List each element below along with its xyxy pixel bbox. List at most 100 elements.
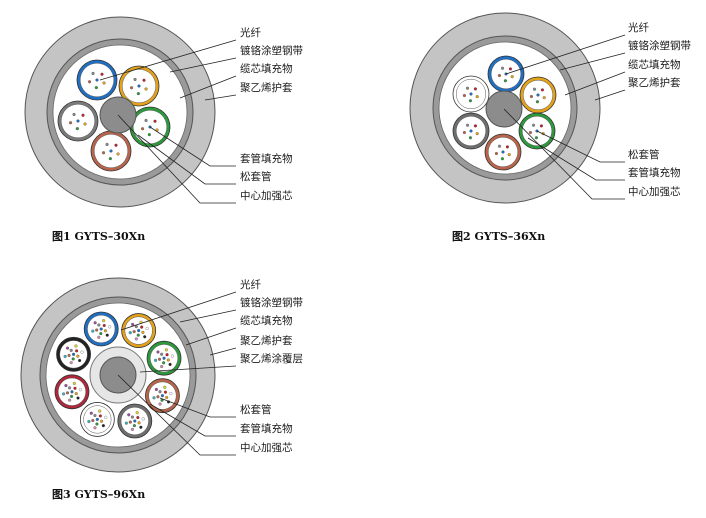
optical-fiber bbox=[72, 381, 76, 386]
optical-fiber bbox=[132, 424, 136, 428]
optical-fiber bbox=[465, 86, 470, 90]
optical-fiber bbox=[532, 87, 537, 91]
loose-tube bbox=[519, 76, 557, 114]
optical-fiber bbox=[72, 112, 76, 116]
loose-tube bbox=[118, 65, 160, 107]
optical-fiber bbox=[129, 86, 134, 90]
component-label: 套管填充物 bbox=[240, 422, 293, 435]
optical-fiber bbox=[95, 422, 99, 426]
leader-line bbox=[117, 114, 236, 204]
optical-fiber bbox=[143, 335, 147, 339]
optical-fiber bbox=[145, 326, 149, 330]
optical-fiber bbox=[73, 386, 77, 390]
leader-line bbox=[185, 327, 237, 346]
optical-fiber bbox=[542, 96, 546, 100]
loose-tube bbox=[56, 336, 91, 372]
leader-line bbox=[204, 94, 237, 101]
component-label: 聚乙烯护套 bbox=[240, 81, 293, 94]
optical-fiber bbox=[497, 144, 502, 148]
optical-fiber bbox=[75, 349, 79, 353]
optical-fiber bbox=[64, 384, 68, 388]
leader-lines bbox=[99, 39, 237, 204]
loose-tube bbox=[57, 100, 99, 142]
optical-fiber bbox=[76, 119, 80, 123]
optical-fiber bbox=[127, 413, 131, 417]
loose-tube bbox=[145, 378, 180, 414]
optical-fiber bbox=[528, 130, 532, 135]
component-label: 光纤 bbox=[240, 278, 261, 291]
optical-fiber bbox=[95, 417, 99, 421]
optical-fiber bbox=[163, 390, 168, 394]
optical-fiber bbox=[101, 151, 106, 155]
optical-fiber bbox=[108, 157, 112, 161]
optical-fiber bbox=[91, 329, 95, 333]
component-label: 松套管 bbox=[240, 170, 272, 183]
optical-fiber bbox=[78, 359, 82, 363]
optical-fiber bbox=[100, 72, 104, 76]
optical-fiber bbox=[163, 385, 167, 389]
component-label: 镀铬涂塑钢带 bbox=[240, 44, 303, 57]
optical-fiber bbox=[103, 329, 108, 333]
optical-fiber bbox=[134, 337, 138, 341]
leader-line bbox=[117, 374, 236, 456]
optical-fiber bbox=[140, 127, 145, 131]
optical-fiber bbox=[108, 325, 112, 329]
optical-fiber bbox=[93, 413, 97, 418]
optical-fiber bbox=[63, 354, 67, 359]
component-label: 镀铬涂塑钢带 bbox=[628, 39, 691, 52]
optical-fiber bbox=[93, 426, 97, 430]
optical-fiber bbox=[70, 394, 74, 398]
leader-line bbox=[159, 397, 236, 418]
optical-fiber bbox=[540, 88, 544, 92]
optical-fiber bbox=[70, 390, 74, 394]
leader-line bbox=[536, 130, 625, 163]
optical-fiber bbox=[72, 352, 76, 356]
optical-fiber bbox=[74, 392, 78, 396]
component-label: 聚乙烯护套 bbox=[240, 334, 293, 347]
leader-line bbox=[209, 347, 237, 356]
leader-line bbox=[594, 89, 626, 101]
leader-line bbox=[137, 134, 236, 185]
component-label: 光纤 bbox=[240, 26, 261, 39]
component-label: 中心加强芯 bbox=[628, 185, 681, 198]
optical-fiber bbox=[98, 414, 102, 418]
optical-fiber bbox=[141, 417, 145, 421]
optical-fiber bbox=[99, 327, 103, 331]
optical-fiber bbox=[130, 427, 134, 431]
loose-tube bbox=[452, 75, 490, 113]
optical-fiber bbox=[170, 354, 174, 358]
optical-fiber bbox=[468, 99, 472, 103]
optical-fiber bbox=[168, 362, 172, 366]
optical-fiber bbox=[133, 419, 137, 423]
optical-fiber bbox=[74, 344, 78, 348]
leader-line bbox=[505, 34, 626, 75]
optical-fiber bbox=[136, 92, 140, 96]
optical-fiber bbox=[101, 424, 105, 428]
optical-fiber bbox=[160, 352, 164, 356]
optical-fiber bbox=[473, 124, 477, 128]
leader-line bbox=[179, 75, 237, 99]
optical-fiber bbox=[78, 388, 82, 392]
optical-fiber bbox=[135, 411, 139, 415]
figure-3-caption: 图3 GYTS–96Xn bbox=[52, 488, 145, 501]
optical-fiber bbox=[465, 123, 470, 127]
optical-fiber bbox=[137, 421, 141, 425]
optical-fiber bbox=[494, 151, 498, 156]
loose-tube bbox=[452, 112, 490, 150]
component-label: 松套管 bbox=[240, 403, 272, 416]
optical-fiber bbox=[105, 333, 109, 337]
optical-fiber bbox=[152, 396, 156, 400]
leader-line bbox=[503, 108, 625, 200]
optical-fiber bbox=[91, 418, 95, 423]
loose-tubes bbox=[452, 55, 557, 171]
optical-fiber bbox=[147, 133, 151, 137]
optical-fiber bbox=[535, 100, 539, 104]
optical-fiber bbox=[102, 323, 106, 328]
loose-tube bbox=[83, 311, 119, 347]
loose-tube bbox=[76, 59, 118, 101]
optical-fiber bbox=[136, 333, 140, 337]
optical-fiber bbox=[539, 124, 543, 128]
